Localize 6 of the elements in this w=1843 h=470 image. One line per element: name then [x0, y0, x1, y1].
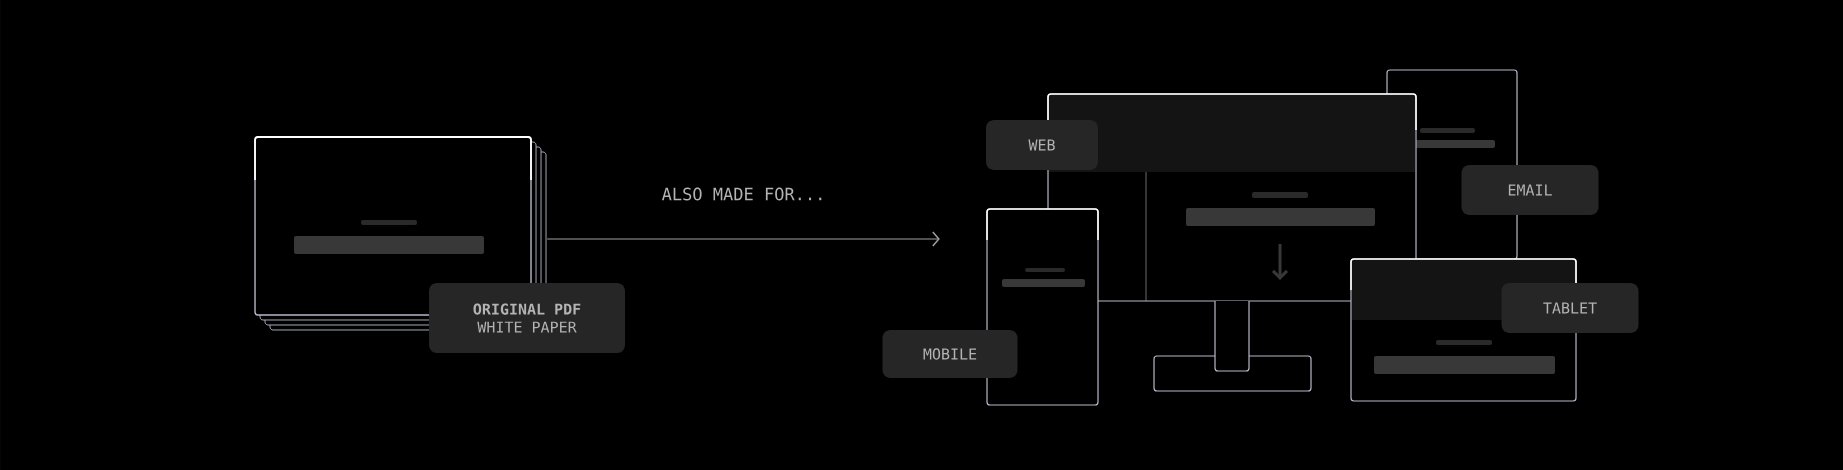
edge-label: ALSO MADE FOR... [661, 187, 822, 201]
label-badge: ORIGINAL PDF WHITE PAPER [429, 283, 625, 353]
label-badge: EMAIL [1461, 165, 1599, 215]
label-badge: TABLET [1501, 283, 1639, 333]
label-badge: MOBILE [882, 330, 1018, 378]
arrow [546, 231, 940, 247]
